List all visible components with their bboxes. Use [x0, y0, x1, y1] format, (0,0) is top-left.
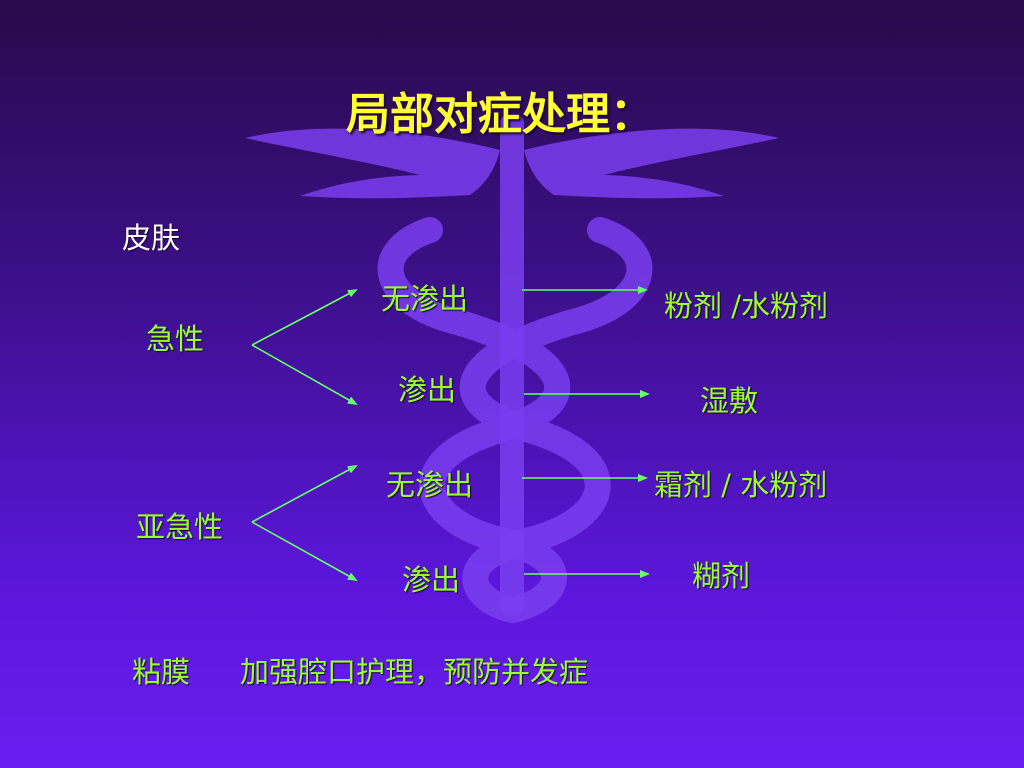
subacute-exudate-label: 渗出 [402, 563, 461, 597]
mucosa-label: 粘膜 [132, 655, 191, 689]
subacute-branch-down-line [251, 521, 358, 581]
subacute-no-exudate-treatment: 霜剂 / 水粉剂 [654, 468, 828, 502]
subacute-branch-up-line [251, 465, 358, 523]
acute-no-exudate-label: 无渗出 [381, 282, 469, 316]
subacute-label: 亚急性 [136, 510, 224, 544]
slide-title: 局部对症处理： [346, 89, 654, 140]
mucosa-text: 加强腔口护理，预防并发症 [240, 655, 589, 689]
subacute-exudate-treatment: 糊剂 [692, 559, 751, 593]
acute-exudate-label: 渗出 [398, 373, 457, 407]
acute-exudate-treatment: 湿敷 [700, 384, 759, 418]
acute-branch-down-line [251, 344, 358, 405]
skin-label: 皮肤 [122, 221, 181, 255]
subacute-no-exudate-label: 无渗出 [386, 468, 474, 502]
acute-no-exudate-treatment: 粉剂 /水粉剂 [664, 289, 828, 323]
acute-branch-up-line [251, 289, 358, 346]
acute-label: 急性 [146, 322, 205, 356]
